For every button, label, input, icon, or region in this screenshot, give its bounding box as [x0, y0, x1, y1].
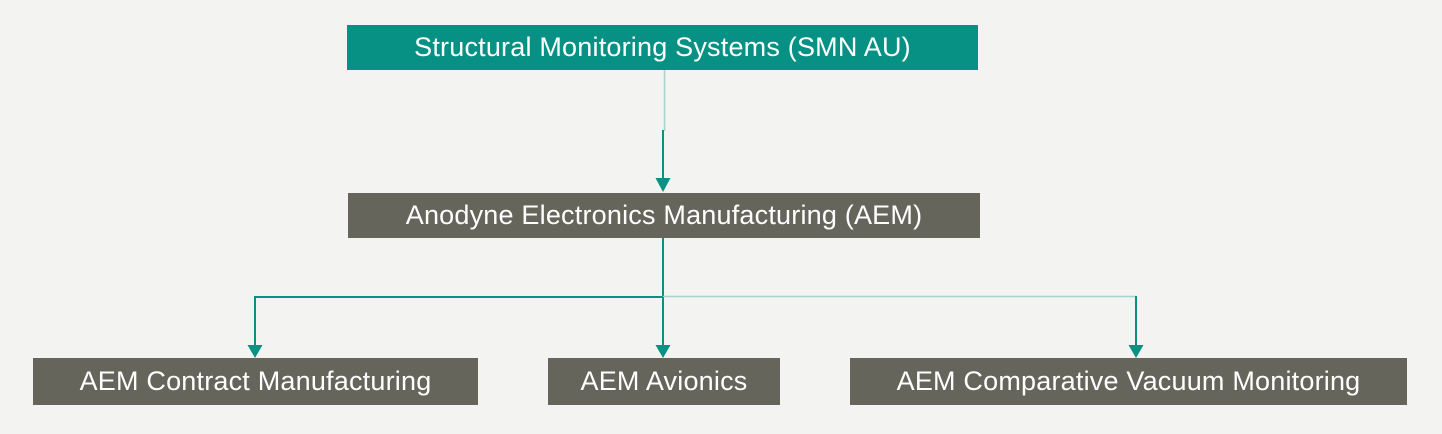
node-label: Structural Monitoring Systems (SMN AU)	[414, 32, 911, 62]
node-label: AEM Avionics	[580, 366, 748, 396]
arrowhead-division3	[1128, 345, 1144, 358]
node-anodyne-electronics-manufacturing: Anodyne Electronics Manufacturing (AEM)	[348, 193, 980, 238]
node-aem-contract-manufacturing: AEM Contract Manufacturing	[33, 358, 478, 405]
node-structural-monitoring-systems: Structural Monitoring Systems (SMN AU)	[347, 25, 978, 70]
node-aem-avionics: AEM Avionics	[548, 358, 780, 405]
node-label: Anodyne Electronics Manufacturing (AEM)	[405, 200, 923, 230]
arrowhead-division1	[247, 345, 263, 358]
node-aem-comparative-vacuum-monitoring: AEM Comparative Vacuum Monitoring	[850, 358, 1407, 405]
node-label: AEM Comparative Vacuum Monitoring	[896, 366, 1361, 396]
node-label: AEM Contract Manufacturing	[79, 366, 432, 396]
arrowhead-subsidiary	[655, 178, 671, 192]
arrowhead-division2	[655, 345, 671, 358]
